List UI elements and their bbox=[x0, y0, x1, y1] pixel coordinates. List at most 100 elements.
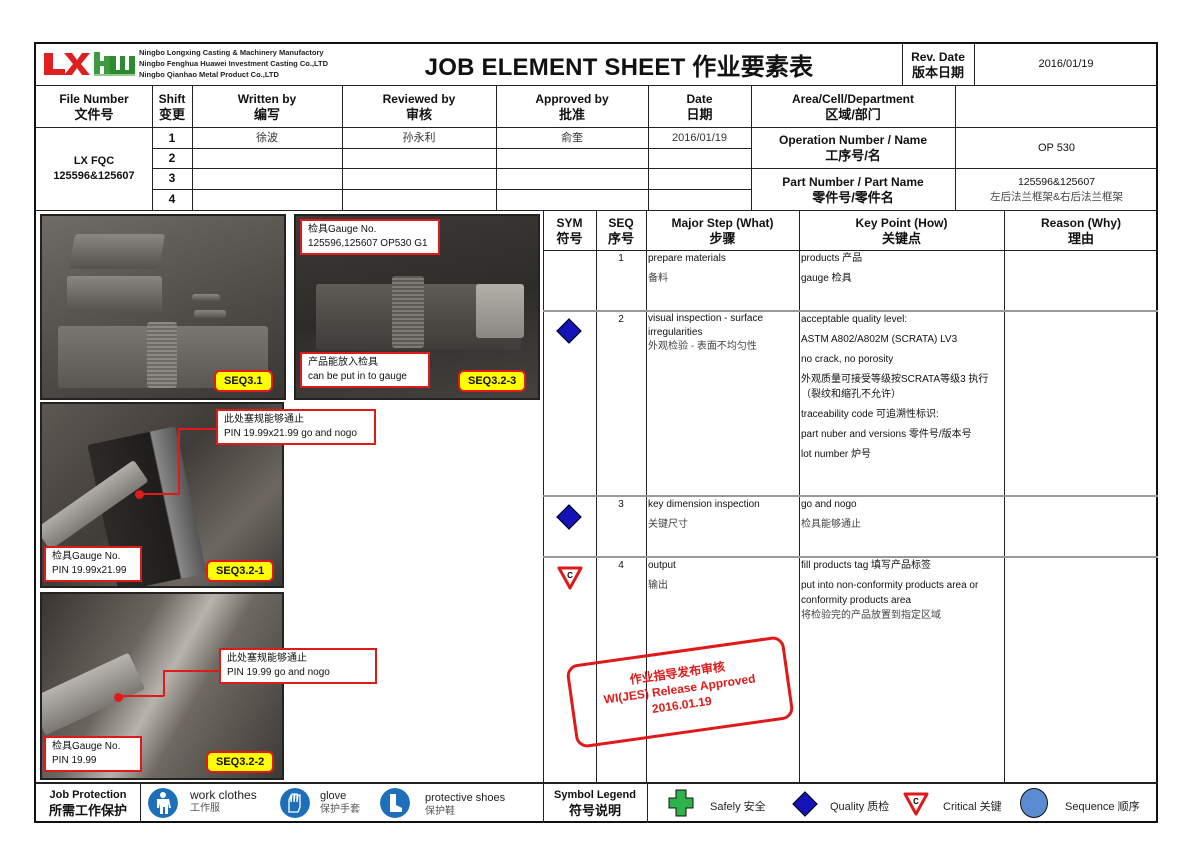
callout-leader bbox=[138, 493, 180, 495]
area-value bbox=[955, 86, 1158, 127]
work-clothes-icon bbox=[148, 788, 178, 818]
photo-seq3-1: SEQ3.1 bbox=[40, 214, 286, 400]
critical-triangle-icon: C bbox=[557, 566, 583, 590]
divider bbox=[955, 85, 956, 210]
svg-text:C: C bbox=[913, 797, 919, 806]
major-step: visual inspection - surface irregulariti… bbox=[648, 313, 764, 352]
major-step: prepare materials 备料 bbox=[648, 253, 726, 284]
divider bbox=[543, 782, 544, 823]
gauge-number-callout: 检具Gauge No. 125596,125607 OP530 G1 bbox=[300, 219, 440, 255]
release-approved-stamp: 作业指导发布审核 WI(JES) Release Approved 2016.0… bbox=[565, 635, 795, 749]
gauge-mesh bbox=[147, 322, 177, 388]
shift-row-1: 1 bbox=[168, 130, 176, 145]
divider bbox=[543, 556, 1158, 558]
gauge-number-callout: 检具Gauge No. PIN 19.99 bbox=[44, 736, 142, 772]
seq-number: 3 bbox=[618, 499, 624, 510]
key-point: fill products tag 填写产品标签 put into non-co… bbox=[801, 560, 979, 621]
divider bbox=[751, 85, 752, 210]
operation-value: OP 530 bbox=[1037, 141, 1076, 154]
protective-shoes-icon bbox=[380, 788, 410, 818]
key-point: go and nogo 检具能够通止 bbox=[801, 499, 861, 530]
seq-tag: SEQ3.2-3 bbox=[458, 370, 527, 392]
divider bbox=[140, 782, 141, 823]
legend-sequence: Sequence 顺序 bbox=[1065, 801, 1140, 813]
callout-leader bbox=[163, 670, 219, 696]
safety-cross-icon bbox=[668, 789, 694, 817]
divider bbox=[152, 189, 751, 190]
ppe-work-clothes: work clothes 工作服 bbox=[190, 788, 257, 815]
lx-logo-icon bbox=[44, 53, 90, 75]
divider bbox=[36, 127, 1158, 128]
gauge-number-callout: 检具Gauge No. PIN 19.99x21.99 bbox=[44, 546, 142, 582]
col-header-reason: Reason (Why)理由 bbox=[1040, 215, 1121, 246]
quality-diamond-icon bbox=[556, 504, 582, 530]
written-by-value: 徐波 bbox=[256, 131, 278, 144]
pin-go-nogo-callout: 此处塞规能够通止 PIN 19.99x21.99 go and nogo bbox=[216, 409, 376, 445]
legend-quality: Quality 质检 bbox=[830, 801, 890, 813]
major-step: output 输出 bbox=[648, 560, 676, 591]
callout-dot bbox=[114, 693, 123, 702]
critical-triangle-icon: C bbox=[903, 792, 929, 816]
shift-row-4: 4 bbox=[168, 192, 176, 206]
divider bbox=[152, 148, 751, 149]
rev-date-value: 2016/01/19 bbox=[1038, 58, 1094, 70]
svg-text:C: C bbox=[567, 571, 573, 580]
ppe-protective-shoes: protective shoes 保护鞋 bbox=[425, 792, 506, 817]
divider bbox=[902, 44, 903, 85]
divider bbox=[36, 210, 1158, 211]
col-header-key-point: Key Point (How)关键点 bbox=[855, 215, 948, 246]
divider bbox=[648, 85, 649, 210]
gauge-mesh bbox=[392, 276, 424, 348]
job-protection-label: Job Protection 所需工作保护 bbox=[48, 789, 127, 818]
ppe-glove: glove 保护手套 bbox=[320, 790, 360, 815]
seq-tag: SEQ3.2-1 bbox=[206, 560, 275, 582]
divider bbox=[342, 85, 343, 210]
hw-logo-icon bbox=[94, 52, 135, 76]
company-name-1: Ningbo Longxing Casting & Machinery Manu… bbox=[139, 48, 324, 57]
quality-diamond-icon bbox=[556, 318, 582, 344]
page-title: JOB ELEMENT SHEET 作业要素表 bbox=[424, 54, 814, 81]
shift-row-2: 2 bbox=[168, 150, 176, 165]
quality-diamond-icon bbox=[792, 791, 818, 817]
seq-number: 1 bbox=[618, 253, 624, 264]
bracket-part bbox=[476, 284, 524, 338]
divider bbox=[152, 85, 153, 210]
legend-critical: Critical 关键 bbox=[943, 801, 1002, 813]
reviewed-by-value: 孙永利 bbox=[402, 131, 436, 144]
pin-part bbox=[192, 294, 220, 301]
divider bbox=[647, 782, 648, 823]
part-value: 125596&125607 左后法兰框架&右后法兰框架 bbox=[989, 175, 1123, 203]
bracket-part bbox=[68, 234, 166, 269]
divider bbox=[192, 85, 193, 210]
key-point: products 产品 gauge 检具 bbox=[801, 253, 863, 284]
divider bbox=[543, 310, 1158, 312]
file-number-value: LX FQC 125596&125607 bbox=[53, 155, 135, 182]
job-element-sheet: Ningbo Longxing Casting & Machinery Manu… bbox=[34, 42, 1158, 823]
photo-seq3-2-2: SEQ3.2-2 检具Gauge No. PIN 19.99 bbox=[40, 592, 284, 780]
photo-seq3-2-3: 检具Gauge No. 125596,125607 OP530 G1 产品能放入… bbox=[294, 214, 540, 400]
major-step: key dimension inspection 关键尺寸 bbox=[648, 499, 760, 530]
callout-leader bbox=[178, 428, 216, 494]
symbol-legend-label: Symbol Legend 符号说明 bbox=[554, 789, 636, 818]
seq-tag: SEQ3.1 bbox=[214, 370, 273, 392]
legend-safety: Safely 安全 bbox=[710, 801, 766, 813]
can-put-in-callout: 产品能放入检具 can be put in to gauge bbox=[300, 352, 430, 388]
glove-icon bbox=[280, 788, 310, 818]
company-name-2: Ningbo Fenghua Huawei Investment Casting… bbox=[139, 59, 329, 68]
bracket-part bbox=[67, 276, 162, 312]
divider bbox=[36, 85, 1158, 86]
divider bbox=[543, 250, 1158, 251]
approved-by-value: 俞奎 bbox=[561, 131, 583, 144]
sequence-circle-icon bbox=[1020, 788, 1048, 818]
callout-leader bbox=[116, 695, 164, 697]
company-names: Ningbo Longxing Casting & Machinery Manu… bbox=[139, 47, 328, 80]
rev-date-label: Rev. Date 版本日期 bbox=[911, 49, 965, 80]
